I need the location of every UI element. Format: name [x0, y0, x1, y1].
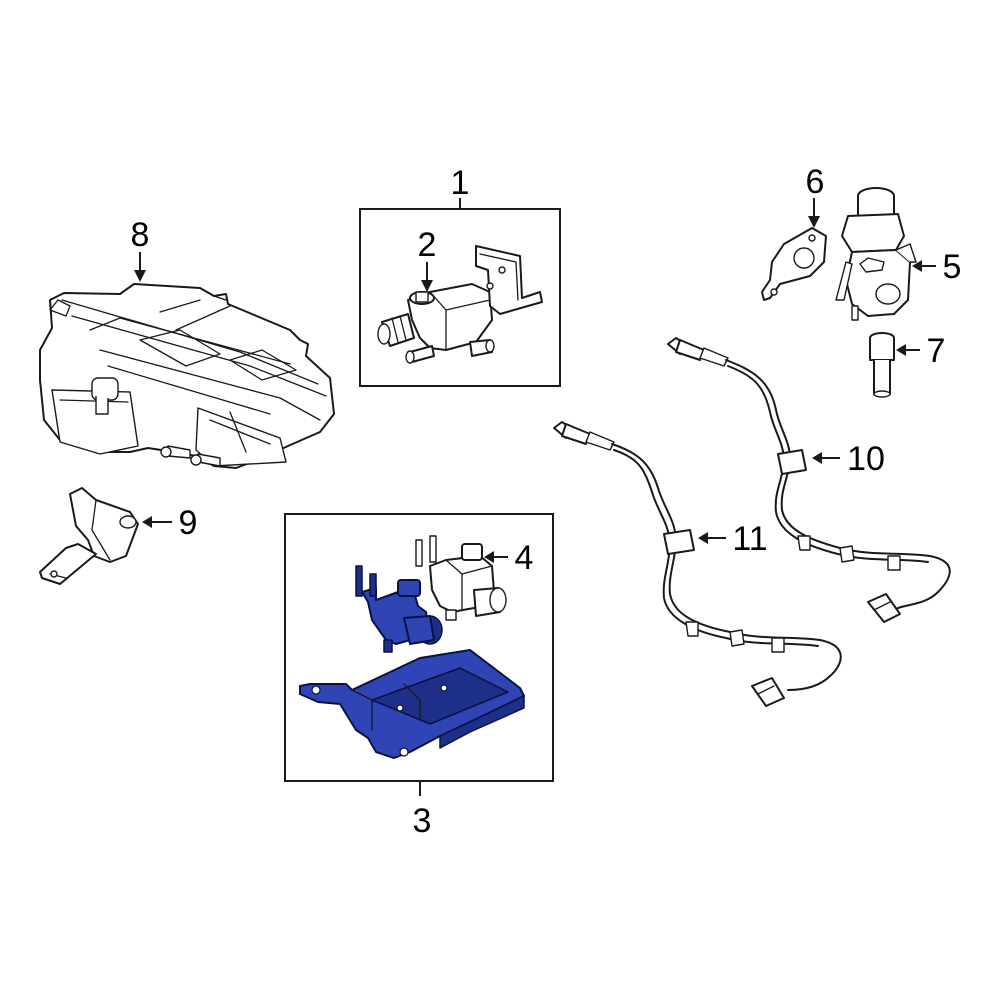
part-8-canister — [39, 283, 335, 469]
callout-10: 10 — [847, 440, 885, 478]
part-10-oxygen-sensor — [667, 337, 951, 623]
part-3-mounting-bracket-highlighted — [299, 649, 525, 759]
callout-5: 5 — [943, 248, 962, 286]
callout-11: 11 — [732, 520, 767, 558]
callout-3: 3 — [413, 802, 432, 840]
callout-2: 2 — [418, 226, 437, 264]
callout-numbers: 1 2 3 4 5 6 7 8 9 10 11 — [131, 163, 962, 840]
callout-1: 1 — [451, 164, 470, 202]
part-6-gasket — [761, 227, 827, 301]
part-11-oxygen-sensor — [553, 421, 842, 707]
part-4-solenoid — [415, 535, 507, 621]
callout-4: 4 — [515, 539, 534, 577]
callout-6: 6 — [806, 163, 825, 201]
callout-9: 9 — [179, 504, 198, 542]
part-5-egr-valve — [835, 187, 917, 321]
part-2-purge-solenoid — [377, 283, 495, 364]
callout-leaders — [134, 198, 936, 796]
part-3-solenoid-highlighted — [355, 565, 443, 653]
callout-7: 7 — [927, 332, 946, 370]
part-1-bracket — [475, 245, 543, 315]
callout-8: 8 — [131, 216, 150, 254]
part-9-sensor — [39, 487, 139, 585]
part-7-fitting — [869, 332, 895, 398]
